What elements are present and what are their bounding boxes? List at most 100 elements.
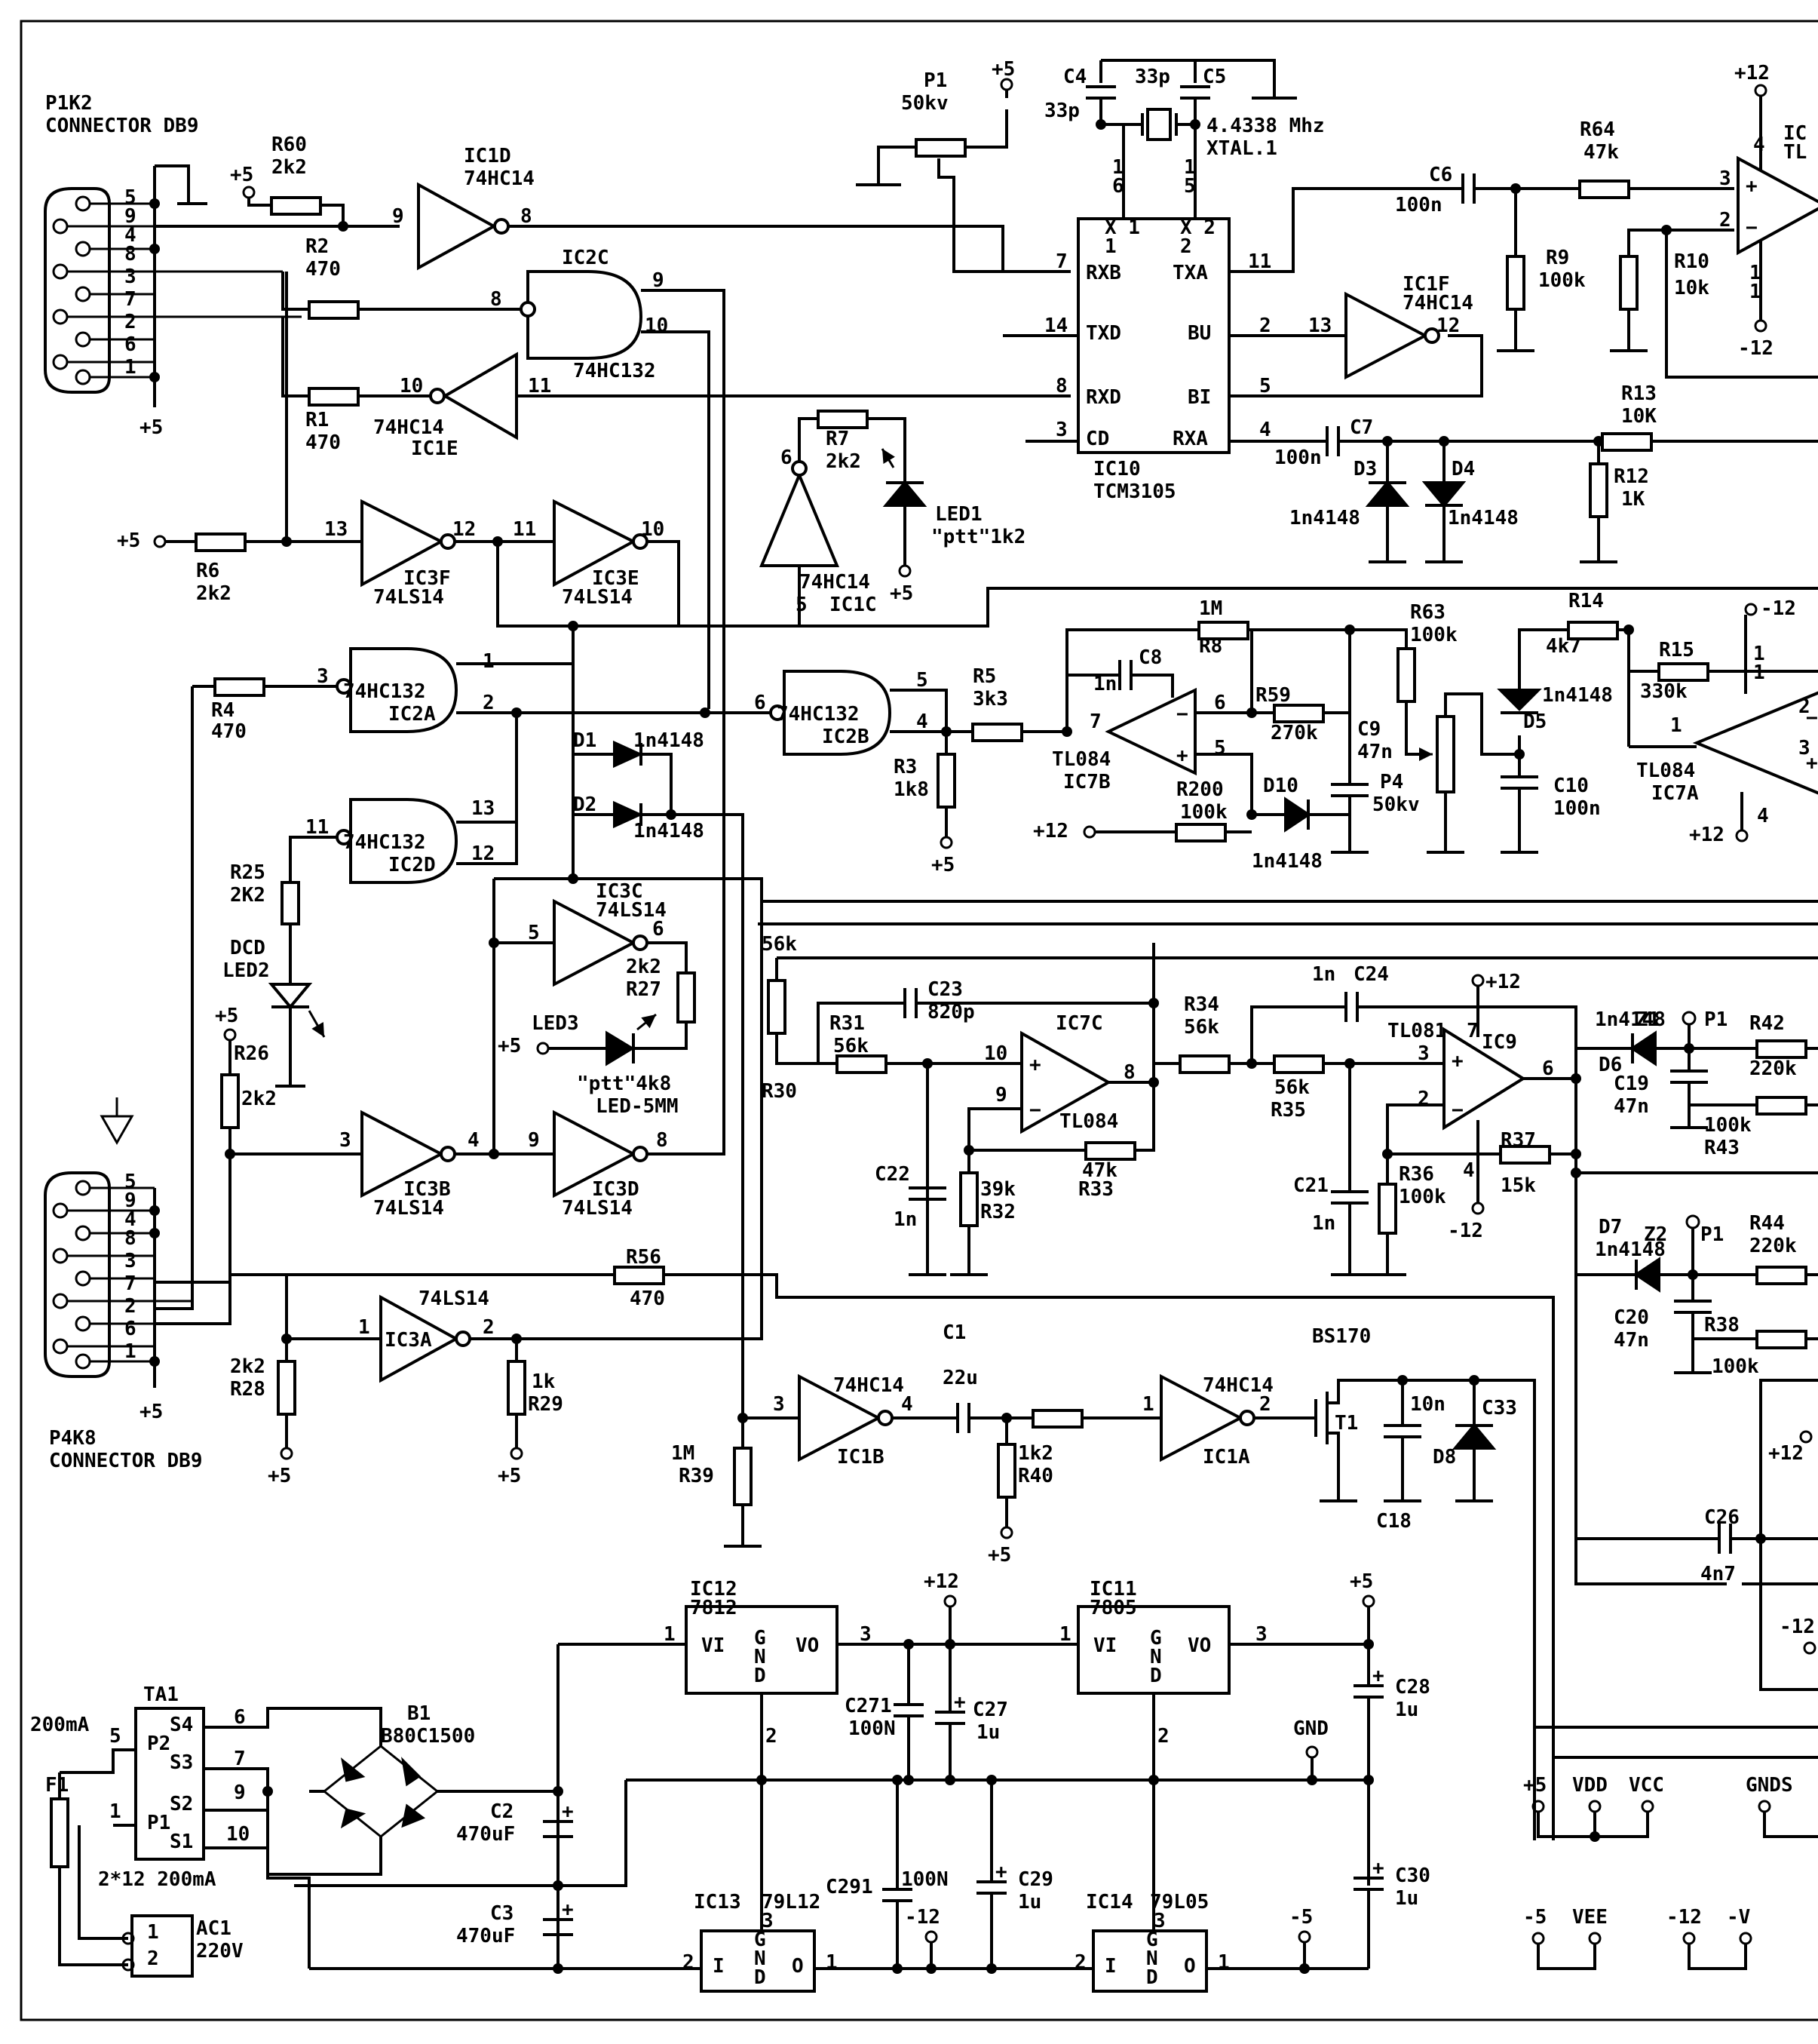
c22-ref: C22	[875, 1163, 910, 1186]
r34-ref: R34	[1184, 993, 1219, 1016]
r60-ref: R60	[271, 134, 307, 156]
r38-value: 1M	[671, 1442, 694, 1465]
d10-part: 1n4148	[1252, 850, 1323, 873]
r9-value: 100k	[1538, 269, 1586, 292]
r39-value: 1k2	[1018, 1442, 1053, 1465]
r60-value: 2k2	[271, 156, 307, 179]
svg-text:+: +	[562, 1800, 574, 1823]
svg-text:1: 1	[358, 1316, 370, 1339]
c20-ref: C20	[1614, 1306, 1649, 1329]
svg-text:74HC14: 74HC14	[464, 167, 535, 190]
r33-value: 47k	[1082, 1159, 1117, 1182]
svg-text:+12: +12	[1485, 971, 1521, 993]
r25-ref: R25	[230, 861, 265, 884]
connector-p4k8-ref: P4K8	[49, 1427, 97, 1450]
svg-text:+5: +5	[890, 582, 913, 605]
r10-ref: R10	[1674, 250, 1709, 273]
svg-text:2: 2	[147, 1947, 159, 1970]
r32-ref: R32	[980, 1201, 1016, 1223]
r12-ref: R12	[1614, 465, 1649, 488]
r200-ref: R200	[1176, 778, 1224, 801]
svg-text:−: −	[1029, 1099, 1041, 1122]
svg-text:N: N	[754, 1947, 766, 1970]
svg-text:13: 13	[471, 797, 495, 820]
svg-text:3: 3	[1798, 737, 1810, 760]
svg-text:BU: BU	[1188, 322, 1211, 345]
svg-text:9: 9	[124, 205, 136, 228]
svg-text:6: 6	[1542, 1057, 1554, 1080]
svg-text:8: 8	[1056, 375, 1068, 397]
svg-text:74LS14: 74LS14	[562, 586, 633, 609]
svg-text:1: 1	[147, 1921, 159, 1944]
svg-text:IC: IC	[1783, 122, 1807, 145]
r27-ref: R27	[626, 978, 661, 1001]
c19-ref: C19	[1614, 1073, 1649, 1095]
c30-ref: C30	[1395, 1864, 1430, 1887]
svg-text:1: 1	[124, 356, 136, 379]
svg-text:5: 5	[1184, 175, 1196, 198]
svg-text:1: 1	[1753, 643, 1765, 665]
svg-text:1: 1	[1112, 156, 1124, 179]
crystal-network: C4 33p 33p C4 C5 4.4338 Mhz XTAL.1 1 6 1…	[1044, 59, 1325, 219]
c21-ref: C21	[1293, 1174, 1329, 1197]
svg-text:+12: +12	[1033, 820, 1068, 842]
svg-text:-12: -12	[1738, 337, 1774, 360]
r30-value: 56k	[762, 933, 797, 956]
svg-text:−: −	[1806, 707, 1818, 729]
r1-value: 470	[305, 431, 341, 454]
svg-text:2: 2	[1259, 1393, 1271, 1416]
svg-text:11: 11	[528, 375, 551, 397]
svg-text:+: +	[1029, 1054, 1041, 1076]
svg-text:6: 6	[1112, 175, 1124, 198]
r44-ref: R38	[1704, 1314, 1740, 1337]
svg-text:+: +	[1372, 1665, 1384, 1687]
r37-ref: R37	[1501, 1129, 1536, 1152]
fuse-ref: F1	[45, 1774, 69, 1797]
active-filter-section: 56k R30 R31 56k C23 820p C22 1n 10 9 + −…	[758, 922, 1818, 1585]
svg-text:2: 2	[1418, 1088, 1430, 1110]
svg-text:7: 7	[1467, 1020, 1479, 1042]
svg-text:-12: -12	[1761, 597, 1796, 620]
svg-text:6: 6	[124, 333, 136, 356]
z2-ref: Z2	[1644, 1223, 1667, 1246]
power-supply: 200mA F1 TA1 5 P2 S4 S3 S2 1 P1 S1 6 7 9…	[30, 1570, 1430, 1993]
gate-ic1f: 13 12 IC1F 74HC14	[1308, 273, 1473, 380]
svg-text:2: 2	[682, 1951, 694, 1974]
svg-text:+12: +12	[1768, 1442, 1804, 1465]
svg-text:IC1D: IC1D	[464, 145, 511, 167]
svg-text:3: 3	[124, 265, 136, 288]
ac1-ref: AC1	[196, 1917, 231, 1940]
c6-value: 100n	[1395, 194, 1442, 216]
svg-text:79L05: 79L05	[1150, 1891, 1209, 1914]
c23-value: 820p	[927, 1001, 975, 1024]
gate-ic2b: 6 74HC132 IC2B 5 4 R3 1k8 +5 R5 3k3	[754, 665, 1067, 876]
connector-p1k2: P1K2 CONNECTOR DB9 5 9 4 8 3 7 2 6 1 +5	[44, 92, 302, 439]
r64-ref: R64	[1580, 118, 1615, 141]
svg-text:4: 4	[916, 710, 928, 733]
d8-ref: D8	[1433, 1446, 1456, 1469]
ac1-voltage: 220V	[196, 1940, 244, 1963]
ic3f-ic3e-chain: +5 R6 2k2 13 12 IC3F 74LS14 11 10 IC3E 7…	[117, 272, 1818, 631]
svg-text:7: 7	[124, 1272, 136, 1295]
r42-value: 100k	[1704, 1114, 1752, 1137]
svg-text:74LS14: 74LS14	[562, 1197, 633, 1220]
svg-text:1: 1	[1105, 235, 1117, 258]
svg-text:RXD: RXD	[1086, 386, 1121, 409]
svg-text:7: 7	[1056, 250, 1068, 273]
svg-text:-12: -12	[1780, 1616, 1815, 1638]
svg-text:4: 4	[124, 224, 136, 247]
svg-text:+12: +12	[924, 1570, 959, 1593]
c271-value: 100N	[848, 1717, 896, 1740]
svg-text:IC13: IC13	[694, 1891, 741, 1914]
svg-text:3: 3	[124, 1250, 136, 1272]
c8-value: 1n	[1093, 673, 1117, 695]
svg-text:-V: -V	[1727, 1906, 1750, 1929]
svg-text:D: D	[754, 1966, 766, 1989]
svg-text:7805: 7805	[1090, 1597, 1137, 1619]
svg-text:VO: VO	[796, 1634, 819, 1657]
svg-text:5: 5	[1214, 737, 1226, 760]
z1-ref: Z1	[1636, 1008, 1660, 1031]
svg-text:7: 7	[124, 288, 136, 311]
svg-text:+5: +5	[988, 1544, 1011, 1567]
svg-text:2: 2	[1075, 1951, 1087, 1974]
